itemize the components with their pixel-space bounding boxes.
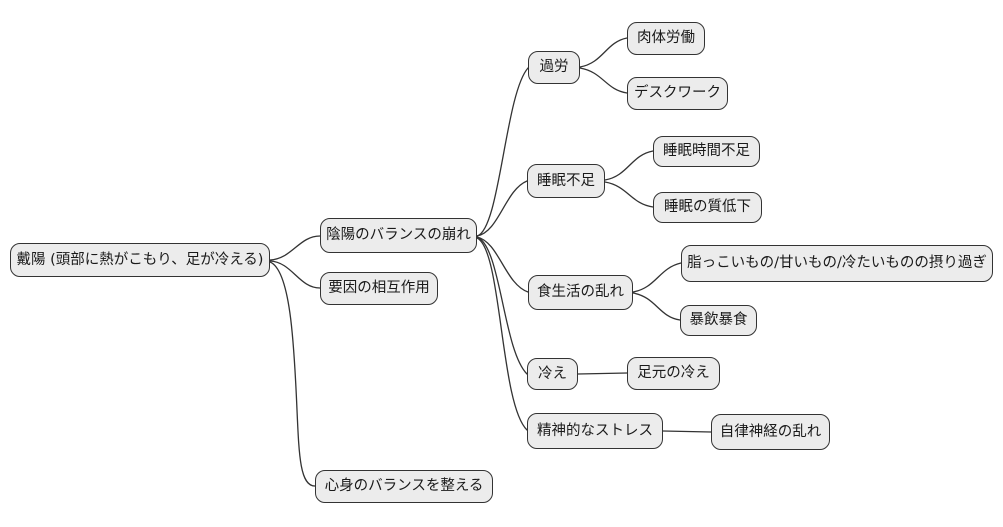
edge-diet-to-overeating [632,292,681,321]
node-yinyang-imbalance: 陰陽のバランスの崩れ [320,218,477,253]
edge-sleep-to-sleep-time-shortage [604,150,654,181]
node-sleep-time-shortage: 睡眠時間不足 [653,136,760,167]
node-overwork: 過労 [528,51,580,84]
node-balance-mind-body: 心身のバランスを整える [315,470,493,503]
edge-yinyang-to-dietary-disorder [476,236,529,293]
edge-root-to-factor-interaction [269,260,321,289]
edge-overwork-to-desk-work [579,67,628,94]
edge-yinyang-to-sleep-deprivation [476,180,528,237]
edge-stress-to-autonomic-nerve [662,430,712,433]
node-coldness: 冷え [527,358,578,390]
edge-coldness-to-feet-coldness [577,372,628,375]
node-feet-coldness: 足元の冷え [627,357,720,390]
edge-overwork-to-physical-labor [579,37,628,68]
edge-diet-to-greasy-sweet-cold [632,262,682,293]
edge-root-to-yinyang-imbalance [269,235,321,261]
node-sleep-deprivation: 睡眠不足 [527,164,605,198]
node-desk-work: デスクワーク [627,77,728,110]
edge-root-to-balance-mind-body [269,261,316,487]
node-autonomic-nerve-disorder: 自律神経の乱れ [711,414,830,450]
edge-sleep-to-sleep-quality-decline [604,181,654,208]
edge-yinyang-to-mental-stress [476,237,528,431]
node-root: 戴陽 (頭部に熱がこもり、足が冷える) [10,243,270,277]
node-factor-interaction: 要因の相互作用 [320,272,438,305]
node-overeating: 暴飲暴食 [680,305,757,336]
node-sleep-quality-decline: 睡眠の質低下 [653,192,762,223]
node-dietary-disorder: 食生活の乱れ [528,275,633,310]
node-mental-stress: 精神的なストレス [527,413,663,449]
node-physical-labor: 肉体労働 [627,22,705,55]
edge-yinyang-to-coldness [476,236,528,375]
node-greasy-sweet-cold-food-excess: 脂っこいもの/甘いもの/冷たいものの摂り過ぎ [681,245,993,282]
edge-yinyang-to-overwork [476,67,529,237]
